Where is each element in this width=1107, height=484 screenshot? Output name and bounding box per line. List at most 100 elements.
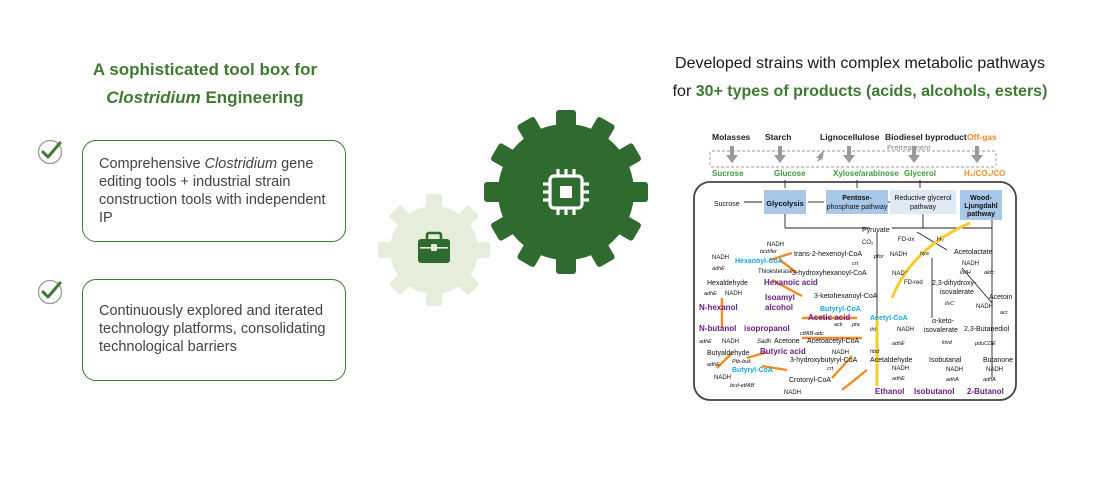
svg-text:H₂: H₂ [937,237,944,243]
svg-text:pta: pta [851,322,860,328]
pathway-box [960,190,1002,220]
svg-text:adhE: adhE [892,376,905,382]
substrate-label: Glucose [774,169,806,178]
pathway-box-label: Glycolysis [766,199,804,208]
feedstock-label: Molasses [712,132,751,142]
svg-text:NADH: NADH [897,327,914,333]
svg-text:bcd/fer: bcd/fer [760,249,778,255]
product-label: Isobutanol [914,387,954,396]
svg-text:Thioesterase: Thioesterase [758,269,793,275]
pathway-box [826,190,888,214]
svg-text:Sadh: Sadh [757,339,772,345]
svg-text:NADH: NADH [725,291,742,297]
substrate-label: H₂/CO₂/CO [964,169,1005,178]
svg-text:hbd: hbd [870,349,880,355]
light-gear [378,194,490,306]
svg-text:NADH: NADH [892,366,909,372]
svg-text:adhE: adhE [699,339,712,345]
product-label: Isoamyl [765,293,795,302]
substrate-label: Xylose/arabinose [833,169,899,178]
svg-text:ilvIH: ilvIH [960,270,971,276]
briefcase-icon [418,231,450,263]
feedstock-label: Off-gas [967,132,997,142]
svg-text:Acetoacetyl-CoA: Acetoacetyl-CoA [807,338,859,345]
product-label: Butyric acid [760,347,806,356]
left-title-rest: Engineering [200,88,304,107]
svg-text:NADH: NADH [767,242,784,248]
svg-text:phosphate pathway: phosphate pathway [827,204,888,211]
svg-text:adhE: adhE [707,362,720,368]
substrate-label: Sucrose [712,169,744,178]
pretreatment-label: Pretreatment [887,143,931,152]
svg-text:Acetoin: Acetoin [989,294,1012,301]
svg-text:NADH: NADH [890,252,907,258]
intermediate-label: Sucrose [714,201,740,208]
svg-text:aldc: aldc [984,270,994,276]
dark-gear [484,110,648,274]
left-title: A sophisticated tool box for Clostridium… [40,56,370,112]
product-label: N-butanol [699,324,736,333]
product-label: N-hexanol [699,303,738,312]
svg-text:NADH: NADH [962,261,979,267]
svg-text:acr: acr [1000,310,1009,316]
right-title: Developed strains with complex metabolic… [620,50,1100,106]
svg-text:adhA: adhA [983,377,996,383]
svg-text:pduCDE: pduCDE [974,341,996,347]
svg-text:2,3-Butanediol: 2,3-Butanediol [964,326,1010,333]
svg-text:ctfAB-adc: ctfAB-adc [800,331,824,337]
svg-text:3-hydroxybutyryl-CoA: 3-hydroxybutyryl-CoA [790,357,858,364]
right-title-highlight: 30+ types of products (acids, alcohols, … [695,83,1048,100]
svg-text:NADH: NADH [712,255,729,261]
cyan-label: Hexanoyl-CoA [735,258,783,265]
svg-text:NADH: NADH [976,304,993,310]
svg-text:Butanone: Butanone [983,357,1013,364]
svg-text:Acetone: Acetone [774,338,800,345]
svg-text:isovalerate: isovalerate [940,289,974,296]
svg-text:adhE: adhE [704,291,717,297]
svg-text:2,3-dihydroxy-: 2,3-dihydroxy- [932,280,977,287]
check-icon [37,279,63,305]
svg-text:crt: crt [827,366,834,372]
svg-text:Ptb-buk: Ptb-buk [732,359,751,365]
svg-text:3-ketohexanoyl-CoA: 3-ketohexanoyl-CoA [814,293,878,300]
svg-text:trans-2-hexenoyl-CoA: trans-2-hexenoyl-CoA [794,251,862,258]
pathway-box-label: Reductive glycerol [894,195,952,202]
pathway-box [764,190,806,214]
product-label: 2-Butanol [967,387,1004,396]
right-title-pre: for [672,83,696,100]
check-icon [37,139,63,165]
svg-text:pathway: pathway [967,211,995,218]
svg-text:3-hydroxyhexanoyl-CoA: 3-hydroxyhexanoyl-CoA [792,270,867,277]
intermediate-label: Pyruvate [862,227,890,234]
feedstock-arrows [726,146,983,163]
feedstock-label: Biodiesel byproduct [885,132,967,142]
svg-text:thl: thl [870,327,877,333]
svg-text:CO₂: CO₂ [862,240,874,246]
svg-text:NADH: NADH [722,339,739,345]
svg-text:α-keto-: α-keto- [932,318,955,325]
product-label: Acetic acid [808,313,850,322]
svg-text:Acetolactate: Acetolactate [954,249,993,256]
svg-text:FD-ox: FD-ox [898,237,914,243]
product-label: alcohol [765,303,793,312]
svg-text:hya: hya [920,251,929,257]
pathway-box [890,190,956,214]
svg-text:adhE: adhE [892,341,905,347]
metabolic-pathway-diagram: Molasses Starch Lignocellulose Biodiesel… [693,132,1017,401]
chip-icon [543,169,589,215]
card-text-pre: Comprehensive [99,156,205,172]
cyan-label: Butyryl-CoA [732,367,773,374]
feedstock-label: Lignocellulose [820,132,880,142]
svg-text:adhE: adhE [712,266,725,272]
svg-text:Ljungdahl: Ljungdahl [964,203,997,210]
svg-text:FD-red: FD-red [904,280,923,286]
yellow-pathway-arrow [890,221,971,299]
card-text: Continuously explored and iterated techn… [99,303,326,355]
pretreatment-box [709,150,997,168]
svg-text:NAD⁺: NAD⁺ [892,270,908,277]
svg-text:adhA: adhA [946,377,959,383]
right-title-line2: for 30+ types of products (acids, alcoho… [620,78,1100,106]
substrate-label: Glycerol [904,169,936,178]
pathway-box-label: Pentose- [842,195,872,202]
left-title-line2: Clostridium Engineering [40,84,370,112]
